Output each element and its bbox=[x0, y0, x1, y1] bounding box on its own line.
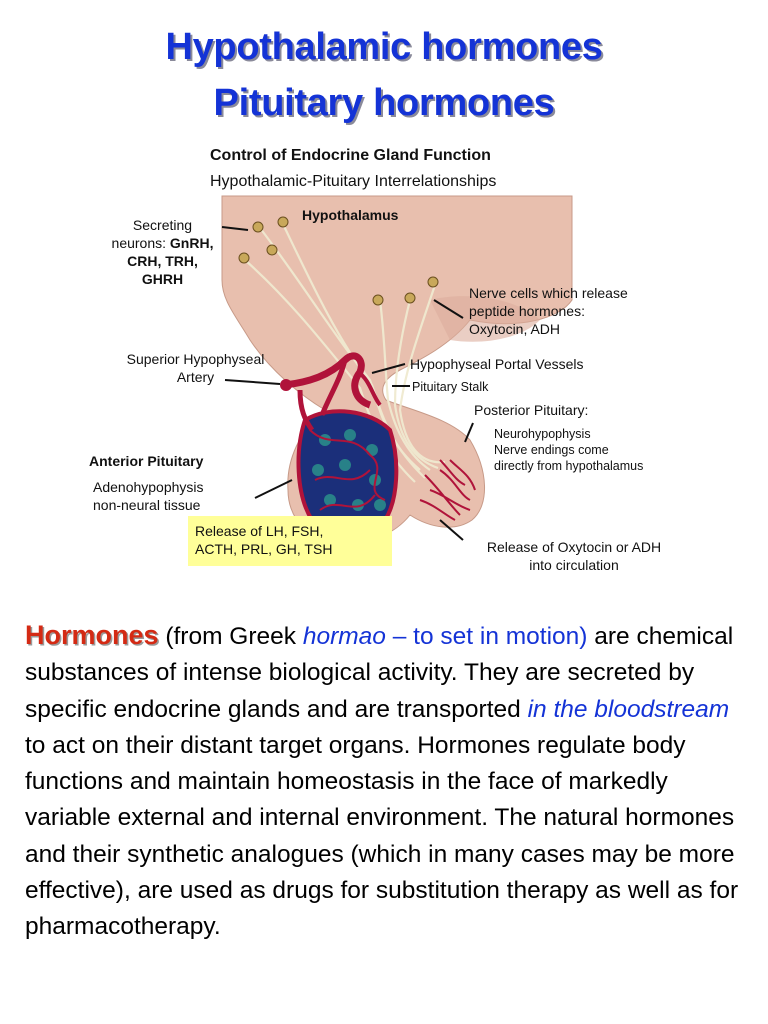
secreting-neurons-label: Secreting neurons: GnRH, CRH, TRH, GHRH bbox=[111, 217, 214, 287]
hormones-term: Hormones bbox=[25, 620, 159, 650]
posterior-pituitary-desc: Neurohypophysis Nerve endings come direc… bbox=[494, 427, 644, 473]
hormones-definition-paragraph: Hormones (from Greek hormao – to set in … bbox=[25, 620, 739, 941]
anterior-release-label: Release of LH, FSH, ACTH, PRL, GH, TSH bbox=[195, 523, 333, 557]
posterior-pituitary-title: Posterior Pituitary: bbox=[474, 402, 589, 418]
portal-vessels-label: Hypophyseal Portal Vessels bbox=[410, 356, 584, 372]
posterior-release-label: Release of Oxytocin or ADH into circulat… bbox=[486, 539, 662, 573]
anterior-pituitary-desc: Adenohypophysis non-neural tissue bbox=[93, 479, 204, 513]
superior-hypophyseal-artery bbox=[284, 352, 372, 409]
page-title-line2: Pituitary hormones bbox=[213, 82, 555, 124]
neuron-cell-bodies bbox=[238, 216, 439, 306]
superior-artery-label: Superior Hypophyseal Artery bbox=[126, 351, 265, 385]
posterior-pituitary-capillaries bbox=[419, 459, 476, 521]
pituitary-diagram bbox=[188, 195, 573, 566]
bloodstream-phrase: in the bloodstream bbox=[527, 695, 730, 723]
diagram-subheading: Hypothalamic-Pituitary Interrelationship… bbox=[210, 173, 497, 190]
diagram-heading: Control of Endocrine Gland Function bbox=[210, 147, 491, 164]
pituitary-stalk-label: Pituitary Stalk bbox=[412, 380, 489, 394]
hormao-term: hormao bbox=[302, 623, 386, 650]
anterior-pituitary-title: Anterior Pituitary bbox=[89, 453, 204, 469]
page-title-line1: Hypothalamic hormones bbox=[165, 26, 603, 68]
anterior-release-highlight bbox=[188, 516, 392, 566]
hypothalamus-label: Hypothalamus bbox=[302, 207, 399, 223]
nerve-cells-label: Nerve cells which release peptide hormon… bbox=[469, 285, 628, 337]
